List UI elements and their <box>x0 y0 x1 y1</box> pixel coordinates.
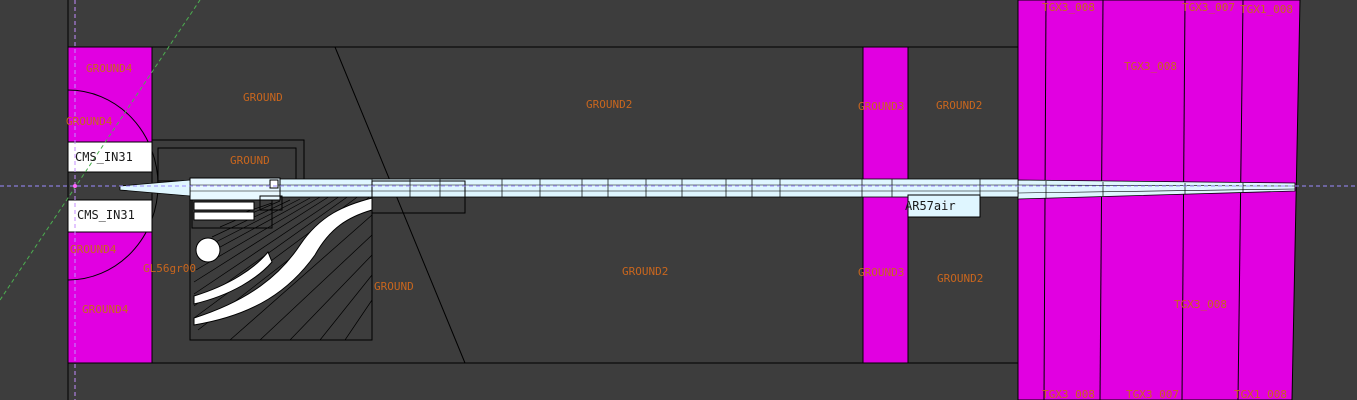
region-labels: GROUND4 GROUND4 GROUND GROUND2 GROUND3 G… <box>66 1 1293 400</box>
label-g56gr00: GL56gr00 <box>143 262 196 275</box>
label-tgx-top-2: TGX3_007 <box>1182 1 1235 14</box>
label-cms-in31-bottom: CMS_IN31 <box>77 208 135 222</box>
label-ground-mid: GROUND <box>230 154 270 167</box>
label-ground2-bottom: GROUND2 <box>622 265 668 278</box>
device-slab-1 <box>193 201 255 211</box>
device-slab-2 <box>193 211 255 221</box>
label-ground-top: GROUND <box>243 91 283 104</box>
magenta-column <box>862 46 909 364</box>
inner-boxes <box>151 139 373 341</box>
beamline <box>119 177 1296 214</box>
label-cms-in31-top: CMS_IN31 <box>75 150 133 164</box>
magenta-block-right <box>1017 0 1301 400</box>
origin-marker <box>73 184 77 188</box>
label-ground4-bottom: GROUND4 <box>82 303 129 316</box>
label-ground4-a: GROUND4 <box>66 115 113 128</box>
cms-in31-block-bottom <box>67 199 153 233</box>
ar57air-box <box>907 194 981 218</box>
label-tgx-top-1: TGX3_008 <box>1042 1 1095 14</box>
label-ground2-top-right: GROUND2 <box>936 99 982 112</box>
label-tgx-bottom-3: TGX1_008 <box>1234 388 1287 400</box>
label-ground-bottom: GROUND <box>374 280 414 293</box>
curved-guide-inner <box>193 251 273 305</box>
label-ground2-top: GROUND2 <box>586 98 632 111</box>
label-tgx-mid-top: TGX3_008 <box>1124 60 1177 73</box>
magenta-region-left-top <box>67 46 153 143</box>
label-tgx-bottom-1: TGX3_008 <box>1042 388 1095 400</box>
label-tgx-mid-bottom: TGX3_008 <box>1174 298 1227 311</box>
label-ground4-top: GROUND4 <box>86 62 133 75</box>
label-ground2-bottom-right: GROUND2 <box>937 272 983 285</box>
label-ground3-top: GROUND3 <box>858 100 904 113</box>
label-ground4-b: GROUND4 <box>70 243 117 256</box>
label-tgx-bottom-2: TGX3_007 <box>1126 388 1179 400</box>
round-component <box>195 237 221 263</box>
label-ground3-bottom: GROUND3 <box>858 266 904 279</box>
label-ar57air: AR57air <box>905 199 956 213</box>
label-tgx-top-3: TGX1_008 <box>1240 3 1293 16</box>
